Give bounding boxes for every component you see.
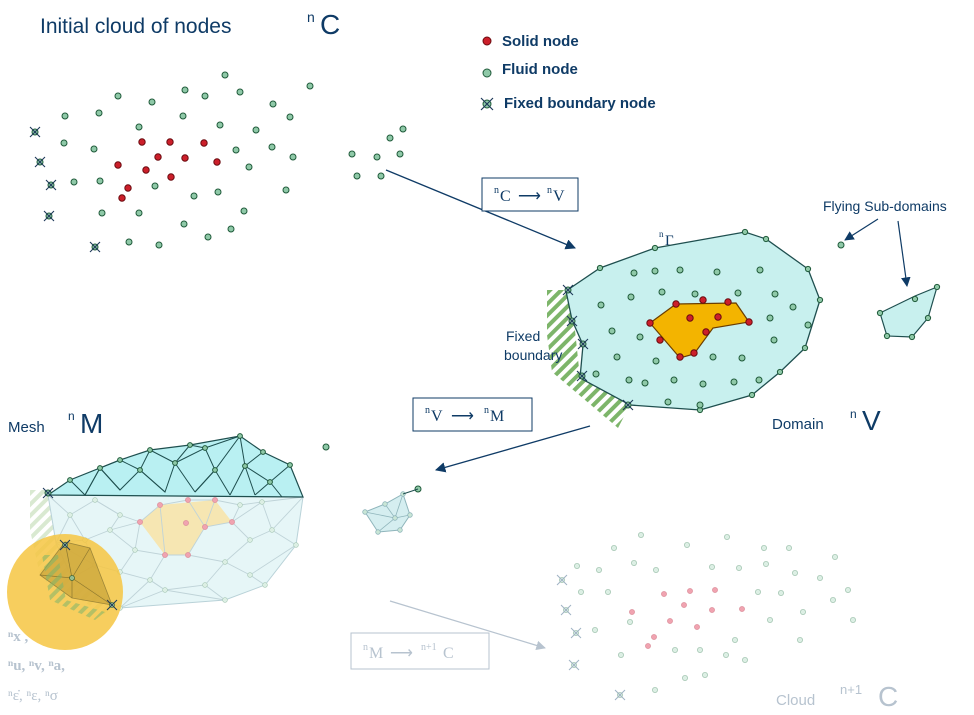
next-cloud-title: Cloud n+1 C	[776, 681, 898, 712]
state-variables: ⁿx , ⁿu, ⁿv, ⁿa, ⁿε̇, ⁿε, ⁿσ	[8, 629, 65, 704]
domain-region	[547, 228, 824, 428]
initial-cloud-sup: n	[307, 9, 315, 25]
legend-fixed-marker	[480, 97, 494, 111]
legend: Solid node Fluid node Fixed boundary nod…	[480, 33, 656, 112]
initial-cloud	[29, 71, 407, 253]
gamma-symbol: Γ	[665, 233, 674, 249]
domain-label: Domain	[772, 416, 824, 433]
step-c-to-v-box: n C ⟶ n V	[481, 177, 579, 212]
step-m-to-c-sup2: n+1	[421, 642, 437, 653]
arrow-m-to-c	[389, 600, 546, 651]
initial-cloud-label: Initial cloud of nodes	[40, 15, 231, 38]
next-cloud-sup: n+1	[840, 682, 862, 697]
initial-cloud-title: Initial cloud of nodes n C	[40, 9, 340, 40]
flying-subdomains-label: Flying Sub-domains	[823, 198, 947, 214]
step-v-to-m-a: V	[431, 408, 443, 425]
mesh-isolated-node	[322, 443, 330, 451]
mesh-symbol: M	[80, 408, 103, 439]
step-c-to-v-a: C	[500, 188, 511, 205]
domain-fixed-nodes	[562, 284, 634, 411]
mesh-title: Mesh n M	[8, 408, 103, 439]
arrow-flying-2	[897, 220, 911, 287]
mesh-label: Mesh	[8, 419, 45, 436]
step-v-to-m-sup1: n	[425, 405, 430, 416]
mesh-sup: n	[68, 409, 75, 423]
step-v-to-m-b: M	[490, 408, 504, 425]
legend-fluid-marker	[482, 68, 492, 78]
initial-fixed-nodes	[29, 126, 101, 253]
legend-solid-marker	[482, 36, 492, 46]
fixed-boundary-label-line2: boundary	[504, 347, 562, 363]
step-c-to-v-sup2: n	[547, 185, 552, 196]
domain-symbol: V	[862, 405, 881, 436]
mesh-flying-subdomain	[362, 485, 422, 535]
legend-fixed-label: Fixed boundary node	[504, 95, 656, 112]
fixed-boundary-label-line1: Fixed	[506, 328, 540, 344]
step-c-to-v-b: V	[553, 188, 565, 205]
gamma-label: n Γ	[659, 229, 674, 249]
step-m-to-c-arrow: ⟶	[390, 645, 413, 662]
variables-line1: ⁿx ,	[8, 629, 28, 645]
next-cloud-symbol: C	[878, 681, 898, 712]
step-m-to-c-sup1: n	[363, 642, 368, 653]
mesh-zoom-highlight	[7, 534, 123, 650]
next-cloud	[556, 532, 857, 701]
next-cloud-label: Cloud	[776, 692, 815, 709]
legend-fluid-label: Fluid node	[502, 61, 578, 78]
arrow-c-to-v	[385, 169, 576, 250]
step-m-to-c-b: C	[443, 645, 454, 662]
step-m-to-c-a: M	[369, 645, 383, 662]
step-v-to-m-arrow: ⟶	[451, 408, 474, 425]
step-m-to-c-box: n M ⟶ n+1 C	[350, 632, 490, 670]
step-v-to-m-sup2: n	[484, 405, 489, 416]
variables-line2: ⁿu, ⁿv, ⁿa,	[8, 658, 65, 674]
step-c-to-v-sup1: n	[494, 185, 499, 196]
variables-line3: ⁿε̇, ⁿε, ⁿσ	[8, 688, 58, 704]
initial-cloud-symbol: C	[320, 9, 340, 40]
step-c-to-v-arrow: ⟶	[518, 188, 541, 205]
gamma-sup: n	[659, 229, 664, 239]
flying-subdomain-domain	[837, 241, 941, 341]
legend-solid-label: Solid node	[502, 33, 579, 50]
arrow-flying-1	[844, 218, 879, 241]
domain-sup: n	[850, 407, 857, 421]
domain-title: Domain n V	[772, 405, 881, 436]
step-v-to-m-box: n V ⟶ n M	[412, 397, 533, 432]
arrow-v-to-m	[435, 425, 591, 473]
